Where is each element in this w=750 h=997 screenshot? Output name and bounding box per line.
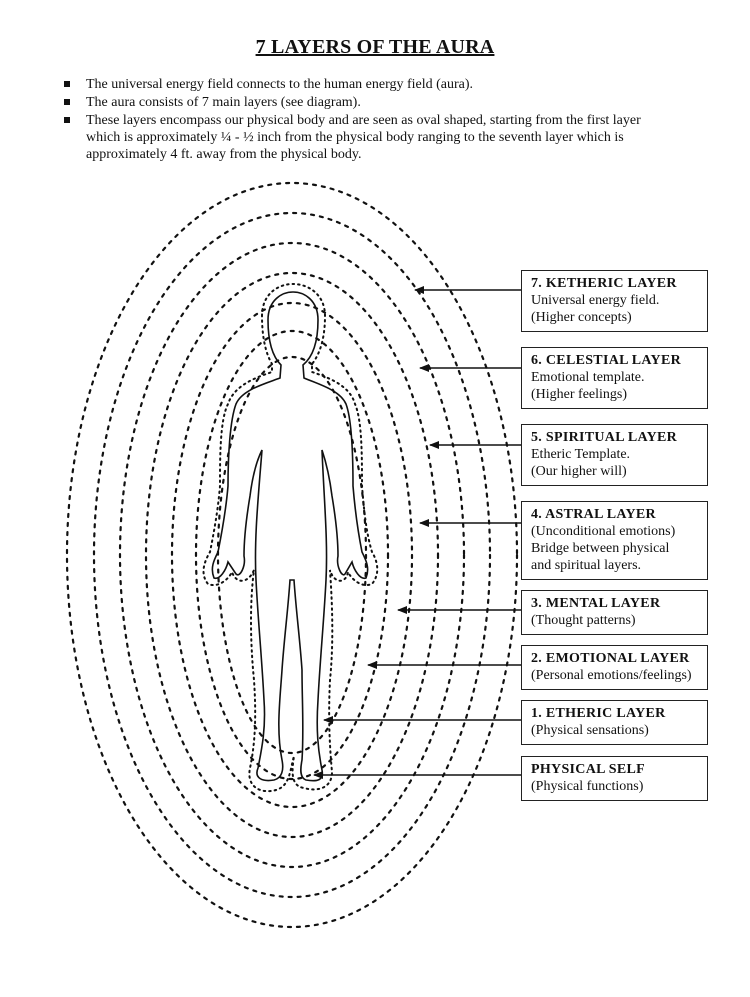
aura-oval-layer-4 bbox=[144, 271, 440, 839]
body-outline-path bbox=[211, 291, 369, 782]
square-bullet-icon bbox=[64, 117, 70, 123]
aura-oval-layer-1 bbox=[216, 355, 368, 755]
layer-heading: 6. CELESTIAL LAYER bbox=[531, 353, 681, 368]
layer-description-line: (Personal emotions/feelings) bbox=[531, 668, 692, 683]
layer-description-line: Etheric Template. bbox=[531, 447, 631, 462]
layer-label-box: 1. ETHERIC LAYER (Physical sensations) bbox=[521, 700, 708, 745]
aura-oval-layer-3 bbox=[170, 301, 414, 809]
etheric-layer-outline bbox=[202, 282, 379, 793]
layer-heading: 5. SPIRITUAL LAYER bbox=[531, 430, 678, 445]
layer-description-line: (Our higher will) bbox=[531, 464, 627, 479]
layer-heading: 7. KETHERIC LAYER bbox=[531, 276, 677, 291]
layer-description-line: (Physical sensations) bbox=[531, 723, 649, 738]
aura-oval-layer-2 bbox=[194, 329, 390, 781]
layer-heading: 3. MENTAL LAYER bbox=[531, 596, 661, 611]
bullet-text: The universal energy field connects to t… bbox=[86, 77, 474, 92]
layer-label-box: 2. EMOTIONAL LAYER (Personal emotions/fee… bbox=[521, 645, 708, 690]
bullet-item: These layers encompass our physical body… bbox=[64, 112, 664, 163]
layer-description-line: (Higher concepts) bbox=[531, 310, 632, 325]
aura-oval-layer-5 bbox=[118, 241, 466, 869]
layer-label-box: 5. SPIRITUAL LAYER Etheric Template. (Our … bbox=[521, 424, 708, 486]
page-title: 7 LAYERS OF THE AURA bbox=[255, 36, 495, 58]
aura-oval-layer-6 bbox=[92, 211, 492, 899]
layer-label-box: 3. MENTAL LAYER (Thought patterns) bbox=[521, 590, 708, 635]
layer-heading: PHYSICAL SELF bbox=[531, 762, 645, 777]
layer-description-line: Bridge between physical bbox=[531, 541, 670, 556]
layer-description-line: (Thought patterns) bbox=[531, 613, 636, 628]
bullet-text: These layers encompass our physical body… bbox=[86, 113, 641, 162]
layer-label-box: 4. ASTRAL LAYER (Unconditional emotions) B… bbox=[521, 501, 708, 580]
layer-heading: 2. EMOTIONAL LAYER bbox=[531, 651, 690, 666]
arrows-group bbox=[313, 286, 521, 779]
square-bullet-icon bbox=[64, 99, 70, 105]
intro-bullet-list: The universal energy field connects to t… bbox=[64, 76, 664, 164]
bullet-item: The universal energy field connects to t… bbox=[64, 76, 664, 93]
aura-layers-group bbox=[65, 181, 519, 929]
layer-label-box: 7. KETHERIC LAYER Universal energy field.… bbox=[521, 270, 708, 332]
layer-description-line: (Physical functions) bbox=[531, 779, 644, 794]
aura-oval-layer-7 bbox=[65, 181, 519, 929]
layer-label-box: 6. CELESTIAL LAYER Emotional template. (Hi… bbox=[521, 347, 708, 409]
layer-description-line: Emotional template. bbox=[531, 370, 645, 385]
square-bullet-icon bbox=[64, 81, 70, 87]
layer-description-line: Universal energy field. bbox=[531, 293, 660, 308]
layer-heading: 1. ETHERIC LAYER bbox=[531, 706, 666, 721]
layer-description-line: (Unconditional emotions) bbox=[531, 524, 676, 539]
layer-heading: 4. ASTRAL LAYER bbox=[531, 507, 656, 522]
human-body-outline bbox=[202, 282, 379, 793]
bullet-text: The aura consists of 7 main layers (see … bbox=[86, 95, 361, 110]
layer-label-box: PHYSICAL SELF (Physical functions) bbox=[521, 756, 708, 801]
layer-description-line: (Higher feelings) bbox=[531, 387, 628, 402]
aura-svg bbox=[65, 181, 521, 929]
bullet-item: The aura consists of 7 main layers (see … bbox=[64, 94, 664, 111]
layer-description-line: and spiritual layers. bbox=[531, 558, 642, 573]
aura-diagram: 7. KETHERIC LAYER Universal energy field.… bbox=[0, 180, 750, 997]
